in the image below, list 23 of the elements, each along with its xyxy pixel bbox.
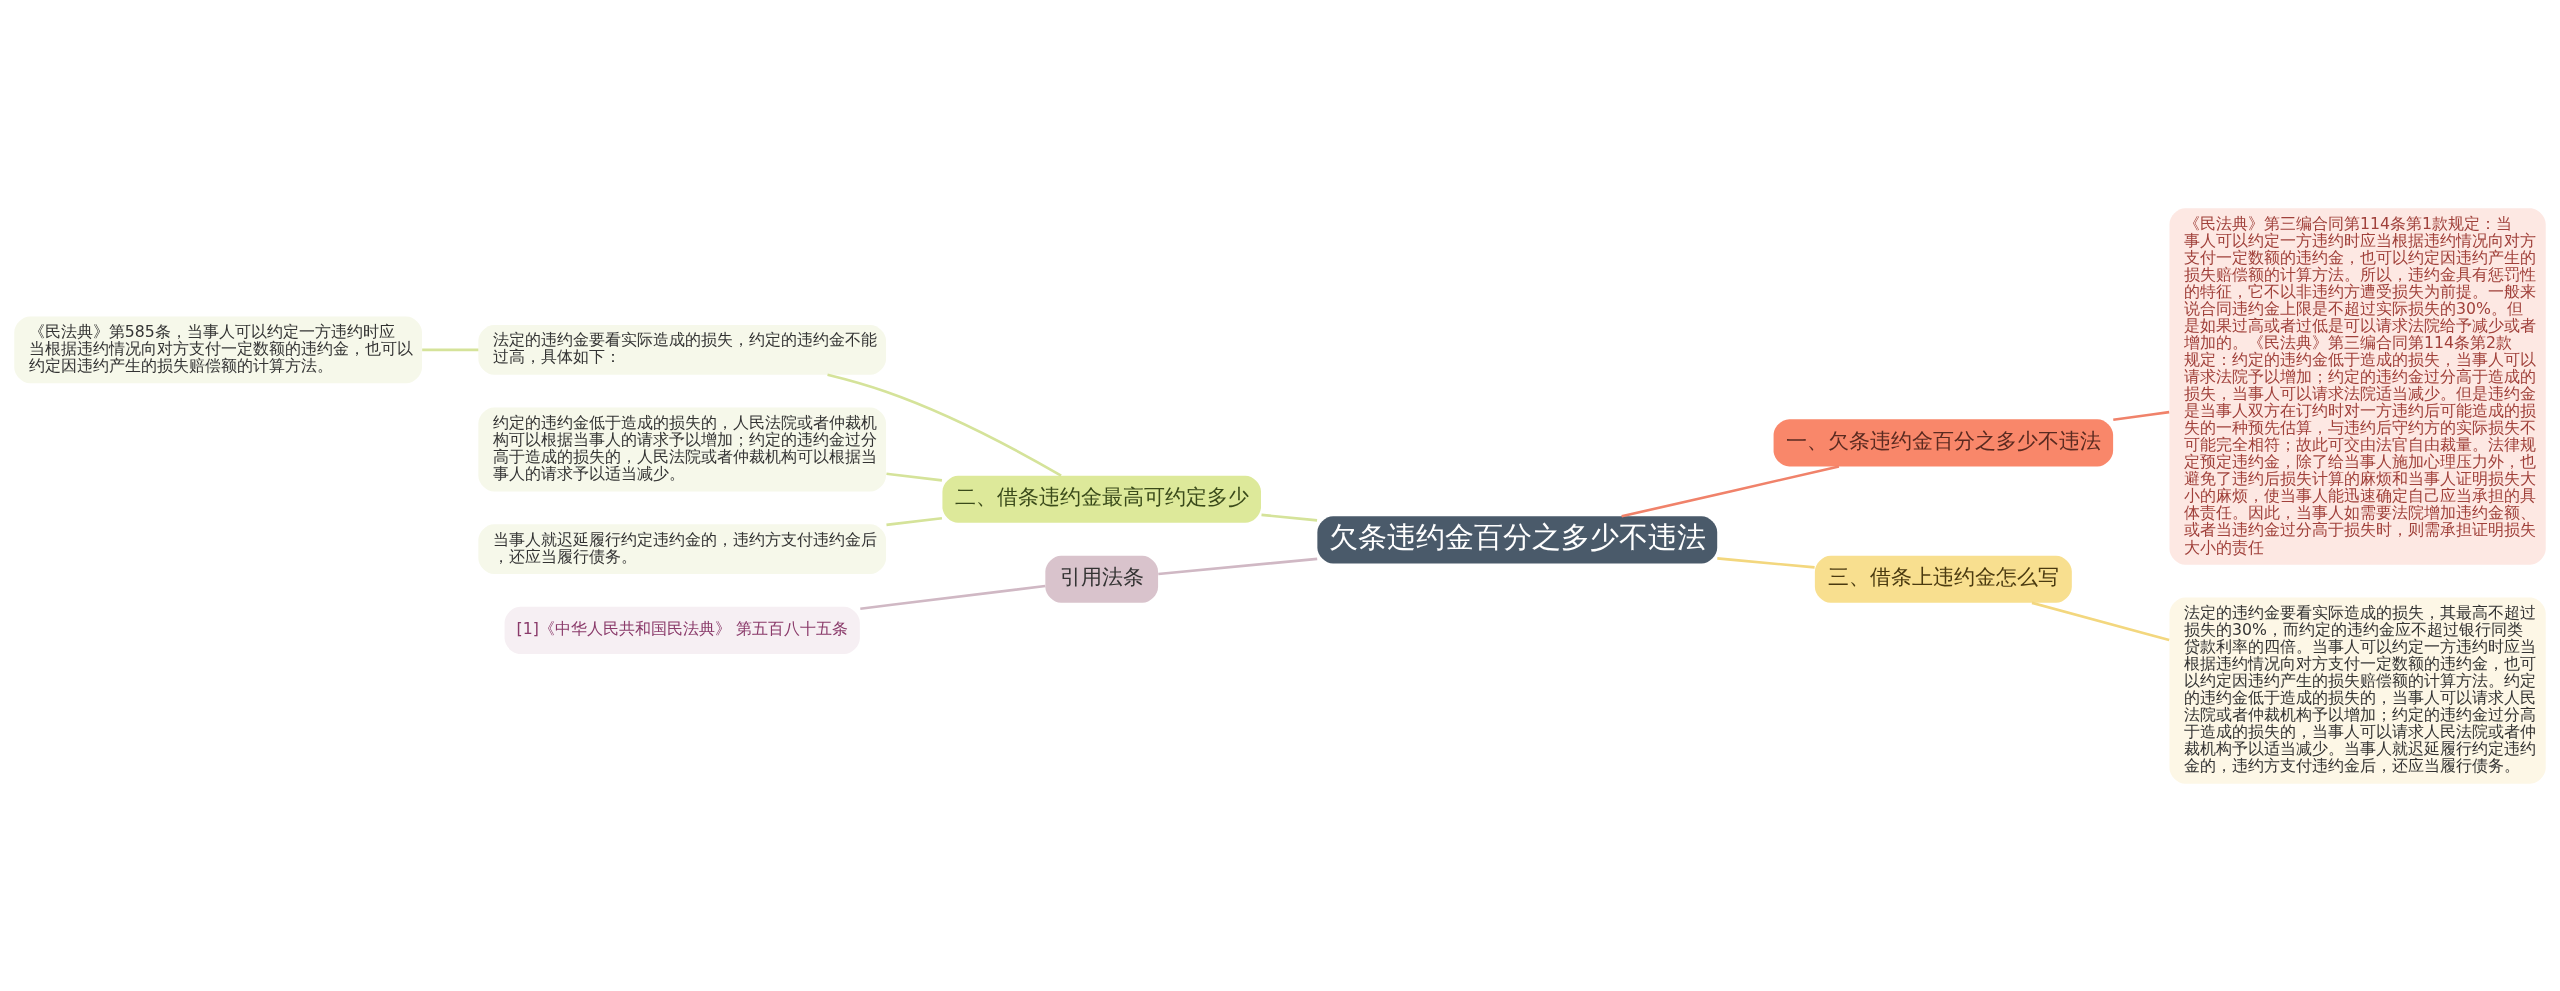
connector (1621, 464, 1840, 518)
node-box: 法定的违约金要看实际造成的损失，其最高不超过损失的30%，而约定的违约金应不超过银行同类贷款利率的四倍。当事人可以约定一方违约时应当根据违约情况向对方支付一定数额的违约金，也可以约定因违约产生的损失赔偿额的计算方法。约定的违约金低于造成的损失的，当事人可以请求人民法院或者仲裁机构予以增加；约定的违约金过分高于造成的损失的，当事人可以请求人民法院或者仲裁机构予以适当减少。当事人就迟延履行约定违约金的，违约方支付违约金后，还应当履行债务。 (2169, 597, 2546, 784)
node-box: 二、借条违约金最高可约定多少 (942, 475, 1261, 523)
node-box: 《民法典》第三编合同第114条第1款规定：当事人可以约定一方违约时应当根据违约情况向对方支付一定数额的违约金，也可以约定因违约产生的损失赔偿额的计算方法。所以，违约金具有惩罚性的特征，它不以非违约方遭受损失为前提。一般来说合同违约金上限是不超过实际损失的30%。但是如果过高或者过低是可以请求法院给予减少或者增加的。《民法典》第三编合同第114条第2款规定：约定的违约金低于造成的损失，当事人可以请求法院予以增加；约定的违约金过分高于造成的损失，当事人可以请求法院适当减少。但是违约金是当事人双方在订约时对一方违约后可能造成的损失的一种预先估算，与违约后守约方的实际损失不可能完全相符；故此可交由法官自由裁量。法律规定预定违约金，除了给当事人施加心理压力外，也避免了违约后损失计算的麻烦和当事人证明损失大小的麻烦，使当事人能迅速确定自己应当承担的具体责任。因此，当事人如需要法院增加违约金额、或者当违约金过分高于损失时，则需承担证明损失大小的责任 (2169, 207, 2546, 565)
connector (1717, 556, 1815, 569)
connector (2113, 410, 2170, 421)
connector (422, 348, 479, 351)
connector (860, 584, 1046, 610)
node-box: 欠条违约金百分之多少不违法 (1317, 515, 1718, 563)
connector (2031, 601, 2170, 641)
connector (886, 471, 943, 482)
node-box: 三、借条上违约金怎么写 (1814, 555, 2072, 603)
node-box: [1]《中华人民共和国民法典》 第五百八十五条 (504, 606, 860, 654)
connector (1261, 513, 1318, 522)
node-box: 《民法典》第585条，当事人可以约定一方违约时应当根据违约情况向对方支付一定数额的违约金，也可以约定因违约产生的损失赔偿额的计算方法。 (14, 315, 422, 383)
node-box: 法定的违约金要看实际造成的损失，约定的违约金不能过高，具体如下： (478, 324, 887, 375)
node-box: 引用法条 (1045, 555, 1159, 603)
node-box: 当事人就迟延履行约定违约金的，违约方支付违约金后，还应当履行债务。 (478, 523, 887, 574)
node-box: 一、欠条违约金百分之多少不违法 (1773, 418, 2114, 466)
connector (827, 373, 1062, 477)
connector (886, 516, 943, 526)
connector (1158, 557, 1318, 575)
node-box: 约定的违约金低于造成的损失的，人民法院或者仲裁机构可以根据当事人的请求予以增加；约定的违约金过分高于造成的损失的，人民法院或者仲裁机构可以根据当事人的请求予以适当减少。 (478, 407, 887, 491)
